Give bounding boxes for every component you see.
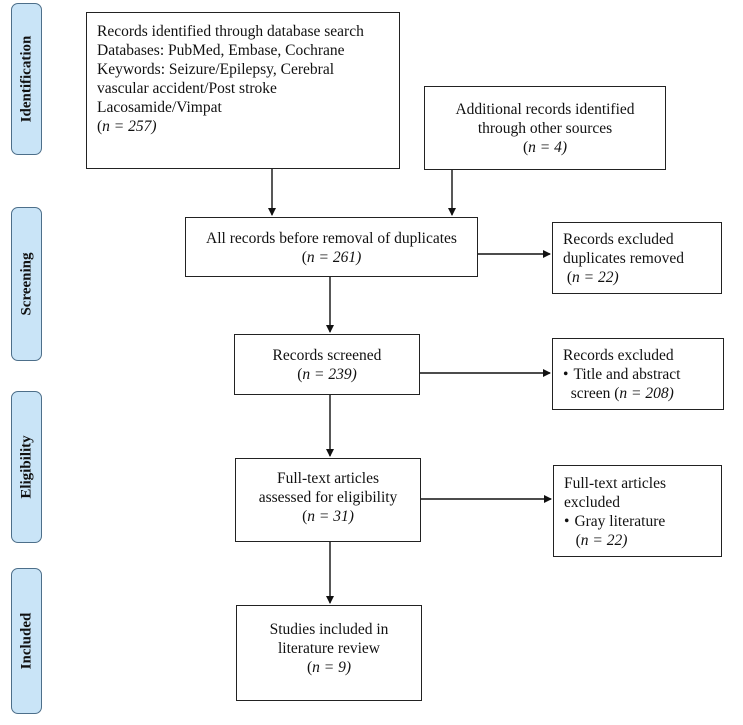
other-line-1: Additional records identified xyxy=(455,101,635,118)
ft-excl-bullet-text: Gray literature xyxy=(574,513,666,530)
box-fulltext-excluded: Full-text articles excluded Gray literat… xyxy=(553,465,722,557)
fulltext-line-1: Full-text articles xyxy=(276,470,379,487)
fulltext-line-2: assessed for eligibility xyxy=(258,489,398,506)
phase-identification: Identification xyxy=(11,3,42,155)
database-n: n = 257) xyxy=(102,118,157,135)
screen-excl-line-2: screen (n = 208) xyxy=(563,384,723,403)
box-all-records: All records before removal of duplicates… xyxy=(185,217,478,277)
included-count: (n = 9) xyxy=(306,659,352,676)
database-line-4: vascular accident/Post stroke xyxy=(97,80,277,97)
screen-excl-n: n = 208) xyxy=(619,385,674,402)
ft-excl-line-2: excluded xyxy=(564,494,620,511)
ft-excl-bullet: Gray literature xyxy=(564,512,721,531)
included-line-2: literature review xyxy=(278,640,380,657)
box-records-screened: Records screened (n = 239) xyxy=(234,334,420,395)
box-studies-included: Studies included in literature review (n… xyxy=(236,605,422,701)
screened-count: (n = 239) xyxy=(297,366,357,383)
all-records-line-1: All records before removal of duplicates xyxy=(206,230,457,247)
screen-excl-title: Records excluded xyxy=(563,347,674,364)
phase-screening-label: Screening xyxy=(18,252,34,316)
box-database-search: Records identified through database sear… xyxy=(86,12,400,169)
screen-excl-bullet-text: Title and abstract xyxy=(573,366,681,383)
included-n: n = 9) xyxy=(312,659,352,676)
screened-n: n = 239) xyxy=(302,366,357,383)
fulltext-count: (n = 31) xyxy=(302,508,354,525)
other-count: (n = 4) xyxy=(522,139,568,156)
phase-screening: Screening xyxy=(11,207,42,361)
phase-eligibility-label: Eligibility xyxy=(18,435,34,499)
screen-excl-bullet: Title and abstract xyxy=(563,365,723,384)
other-n: n = 4) xyxy=(528,139,568,156)
phase-eligibility: Eligibility xyxy=(11,391,42,543)
dup-n: n = 22) xyxy=(572,269,619,286)
fulltext-n: n = 31) xyxy=(307,508,354,525)
included-line-1: Studies included in xyxy=(269,621,389,638)
other-line-2: through other sources xyxy=(477,120,613,137)
dup-line-1: Records excluded xyxy=(563,231,674,248)
screened-line-1: Records screened xyxy=(272,347,382,364)
all-records-count: (n = 261) xyxy=(301,249,362,266)
all-records-n: n = 261) xyxy=(306,249,362,266)
phase-included: Included xyxy=(11,568,42,714)
box-screen-excluded: Records excluded Title and abstract scre… xyxy=(552,338,724,410)
box-duplicates-excluded: Records excluded duplicates removed (n =… xyxy=(552,222,722,294)
phase-identification-label: Identification xyxy=(18,35,34,123)
screen-excl-line-2-text: screen ( xyxy=(570,385,620,402)
ft-excl-count: (n = 22) xyxy=(564,532,628,549)
box-other-sources: Additional records identified through ot… xyxy=(424,86,666,170)
box-fulltext-assessed: Full-text articles assessed for eligibil… xyxy=(235,458,421,542)
database-count: (n = 257) xyxy=(97,118,157,135)
ft-excl-line-1: Full-text articles xyxy=(564,475,667,492)
ft-excl-n: n = 22) xyxy=(580,532,628,549)
database-line-1: Records identified through database sear… xyxy=(97,23,364,40)
database-line-5: Lacosamide/Vimpat xyxy=(97,99,222,116)
database-line-3: Keywords: Seizure/Epilepsy, Cerebral xyxy=(97,61,335,78)
database-line-2: Databases: PubMed, Embase, Cochrane xyxy=(97,42,345,59)
dup-count: (n = 22) xyxy=(563,269,619,286)
dup-line-2: duplicates removed xyxy=(563,250,684,267)
phase-included-label: Included xyxy=(18,612,34,670)
